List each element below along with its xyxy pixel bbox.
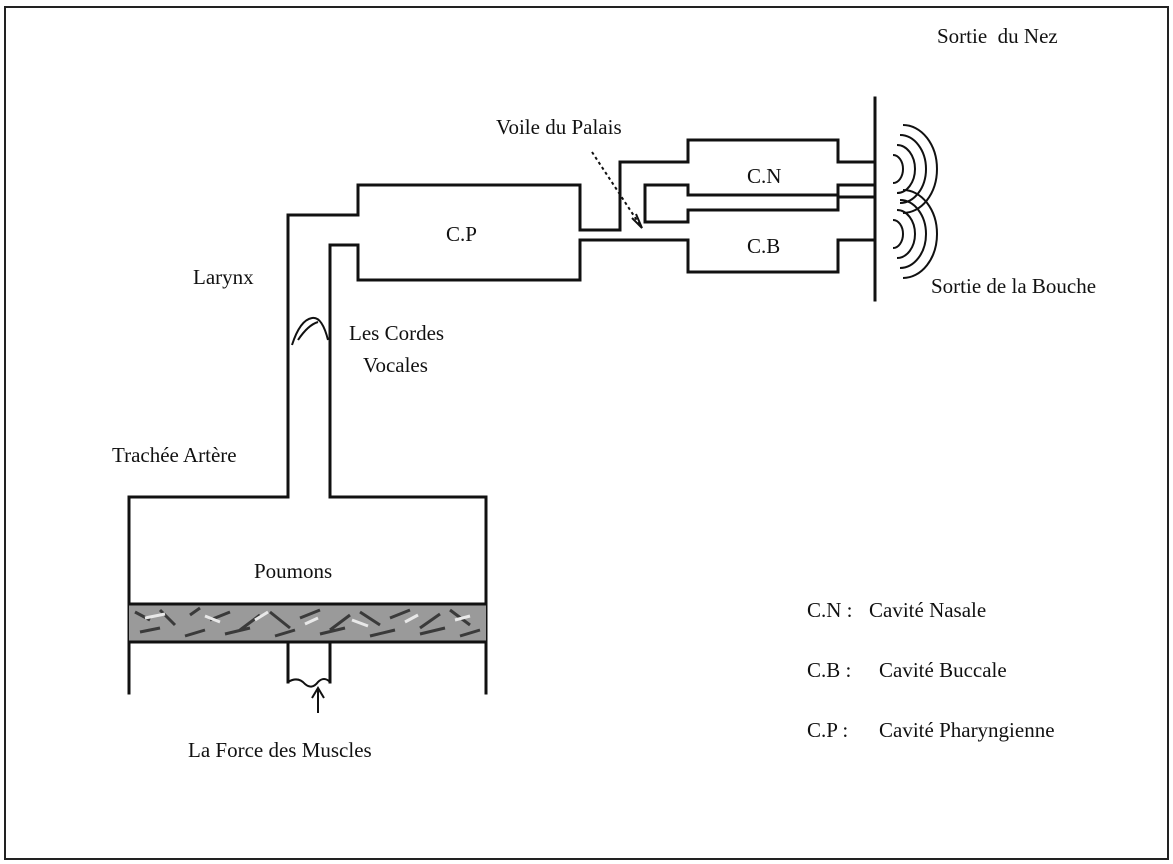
legend-full-nasal: Cavité Nasale [869,598,986,622]
mouth-exit-label: Sortie de la Bouche [931,274,1096,298]
legend-abbr-pharyngeal: C.P : [807,718,848,742]
mouth-sound-waves [893,190,937,278]
legend-full-pharyngeal: Cavité Pharyngienne [879,718,1055,742]
legend-abbr-buccal: C.B : [807,658,851,682]
vocal-cords-label-line1: Les Cordes [349,321,444,345]
legend-abbr-nasal: C.N : [807,598,853,622]
velum-pointer-head [632,214,642,228]
nose-sound-waves [893,125,937,213]
pharyngeal-cavity-box-label: C.P [446,222,477,246]
force-arrow [312,688,324,713]
vocal-cords-mark [292,318,328,345]
larynx-label: Larynx [193,265,254,289]
muscle-force-label: La Force des Muscles [188,738,372,762]
trachea-label: Trachée Artère [112,443,237,467]
nasal-inner-wall [645,185,875,222]
nose-exit-label: Sortie du Nez [937,24,1058,48]
piston [288,642,330,682]
lungs-label: Poumons [254,559,332,583]
lungs-right-wall [330,497,486,693]
buccal-upper-wall [688,197,875,210]
legend-full-buccal: Cavité Buccale [879,658,1007,682]
legend: C.N : Cavité Nasale C.B : Cavité Buccale… [807,598,1055,742]
nasal-cavity-box-label: C.N [747,164,781,188]
buccal-cavity-box-label: C.B [747,234,780,258]
lungs-left-wall [129,497,288,693]
velum-label: Voile du Palais [496,115,622,139]
buccal-entry [645,210,688,222]
lungs-chamber [129,497,486,713]
piston-base [288,679,330,687]
vocal-cords-label-line2: Vocales [363,353,428,377]
